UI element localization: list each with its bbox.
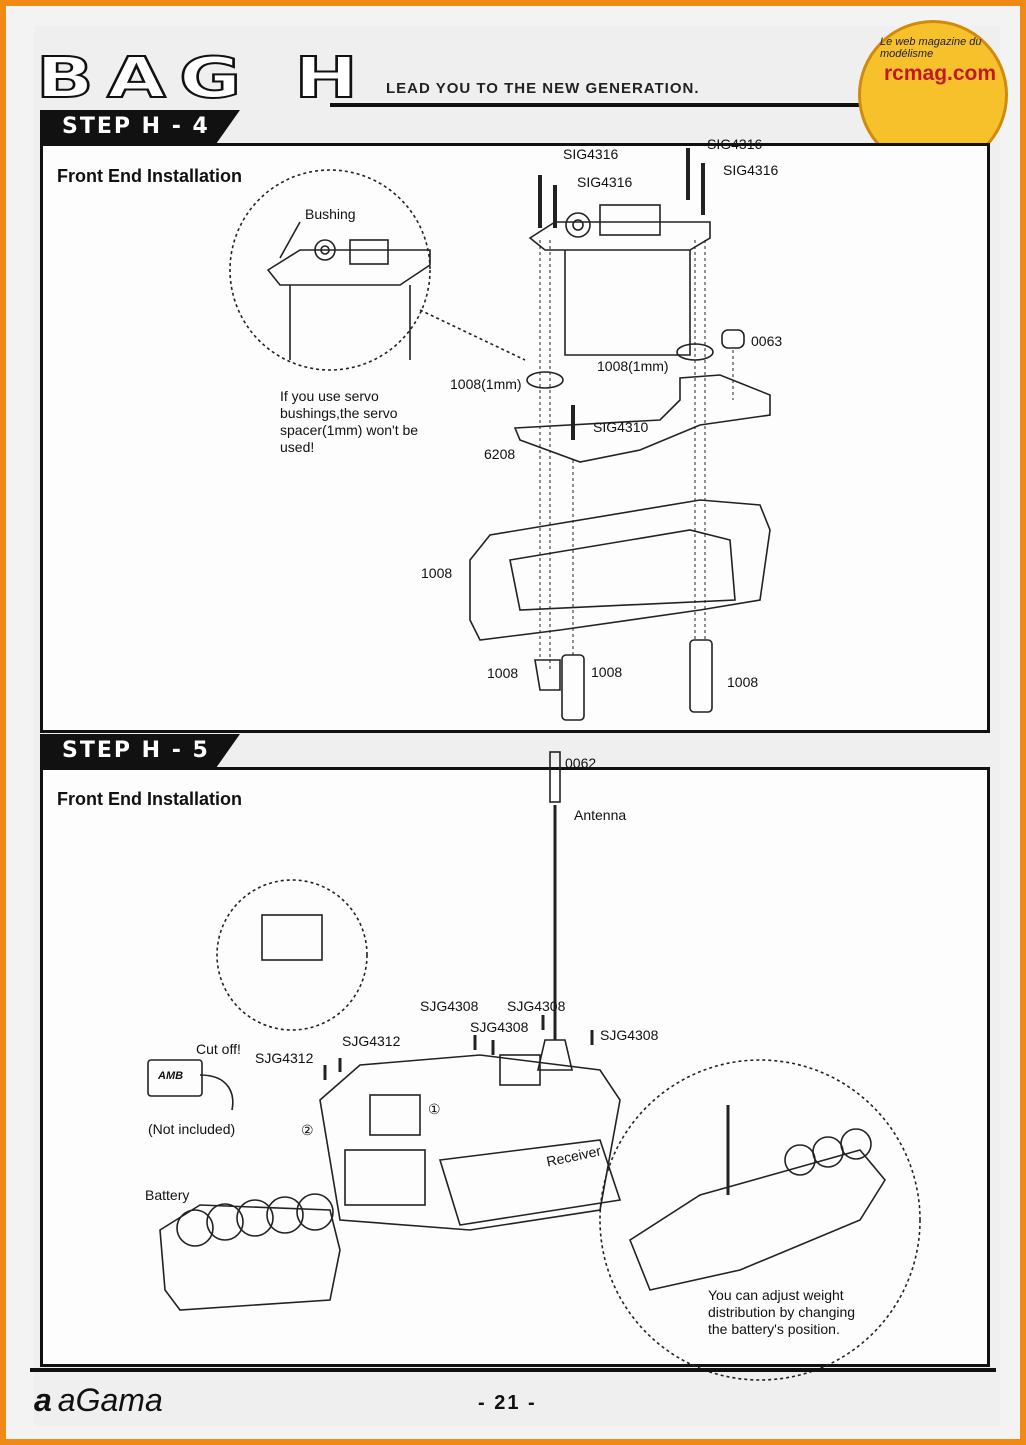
bag-title: BAG H: [35, 45, 372, 112]
tray-1008: [469, 499, 771, 641]
step-h5-panel: [40, 767, 990, 1367]
agama-mark-icon: a: [34, 1382, 52, 1418]
label-step-1: ①: [428, 1101, 441, 1117]
label-step-2: ②: [301, 1122, 314, 1138]
post-mid: [561, 654, 585, 721]
header-rule: [330, 103, 994, 107]
chassis-overview: [629, 1149, 886, 1291]
label-sjg4308-b: SJG4308: [507, 998, 566, 1014]
label-antenna: Antenna: [574, 807, 627, 823]
label-sjg4312-b: SJG4312: [255, 1050, 314, 1066]
label-1008-1mm-left: 1008(1mm): [450, 376, 522, 392]
label-1008-1mm-right: 1008(1mm): [597, 358, 669, 374]
weight-zoom-circle: [599, 1059, 921, 1381]
label-sig4316-b: SIG4316: [577, 174, 633, 190]
label-0062: 0062: [565, 755, 597, 771]
footer-rule: [30, 1368, 996, 1372]
logo-arc-text: Le web magazine du modélisme: [880, 36, 982, 60]
servo-installed: [344, 1149, 426, 1206]
post-left: [534, 659, 561, 691]
spacer-right: [676, 343, 714, 361]
amb-zoom-circle: [216, 879, 368, 1031]
receiver-box: [438, 1139, 622, 1226]
amb-logo: AMB: [158, 1070, 184, 1082]
label-cut-off: Cut off!: [196, 1041, 241, 1057]
transponder-mounted: [369, 1094, 421, 1136]
label-sjg4308-a: SJG4308: [420, 998, 479, 1014]
label-6208: 6208: [484, 446, 516, 462]
antenna-tube: [549, 751, 561, 803]
label-sjg4312-a: SJG4312: [342, 1033, 401, 1049]
label-sjg4308-d: SJG4308: [600, 1027, 659, 1043]
label-sig4310: SIG4310: [593, 419, 649, 435]
label-not-included: (Not included): [148, 1121, 236, 1137]
label-sjg4308-c: SJG4308: [470, 1019, 529, 1035]
spacer-left: [526, 371, 564, 389]
servo-detail: [266, 249, 431, 286]
label-sig4316-c: SIG4316: [707, 136, 763, 152]
detail-zoom-circle: [229, 169, 431, 371]
front-chassis: [319, 1054, 621, 1231]
plate-6208: [513, 374, 771, 463]
label-sig4316-a: SIG4316: [563, 146, 619, 162]
post-right: [689, 639, 713, 713]
label-0063: 0063: [751, 333, 783, 349]
step-h5-tab: STEP H - 5: [40, 734, 240, 768]
label-1008-bottom-right: 1008: [727, 674, 759, 690]
note-servo-bushing: If you use servo bushings,the servo spac…: [280, 388, 419, 455]
note-weight-distribution: You can adjust weight distribution by ch…: [708, 1287, 856, 1337]
label-1008-bottom-mid: 1008: [591, 664, 623, 680]
step-h4-panel: [40, 143, 990, 733]
amb-transponder: [261, 914, 323, 961]
agama-brand: aGama: [57, 1382, 163, 1418]
amb-cutoff: [147, 1059, 203, 1097]
page-number: - 21 -: [478, 1392, 537, 1414]
label-1008-tray: 1008: [421, 565, 453, 581]
bushing-0063: [721, 329, 745, 349]
tagline: LEAD YOU TO THE NEW GENERATION.: [386, 80, 700, 97]
step-h5-title: Front End Installation: [57, 789, 242, 809]
logo-text: rcmag.com: [884, 62, 997, 85]
label-sig4316-d: SIG4316: [723, 162, 779, 178]
label-bushing: Bushing: [305, 206, 356, 222]
battery-pack: [159, 1204, 341, 1311]
step-h4-title: Front End Installation: [57, 166, 242, 186]
step-h4-tab: STEP H - 4: [40, 110, 240, 144]
label-battery: Battery: [145, 1187, 190, 1203]
label-1008-bottom-left: 1008: [487, 665, 519, 681]
